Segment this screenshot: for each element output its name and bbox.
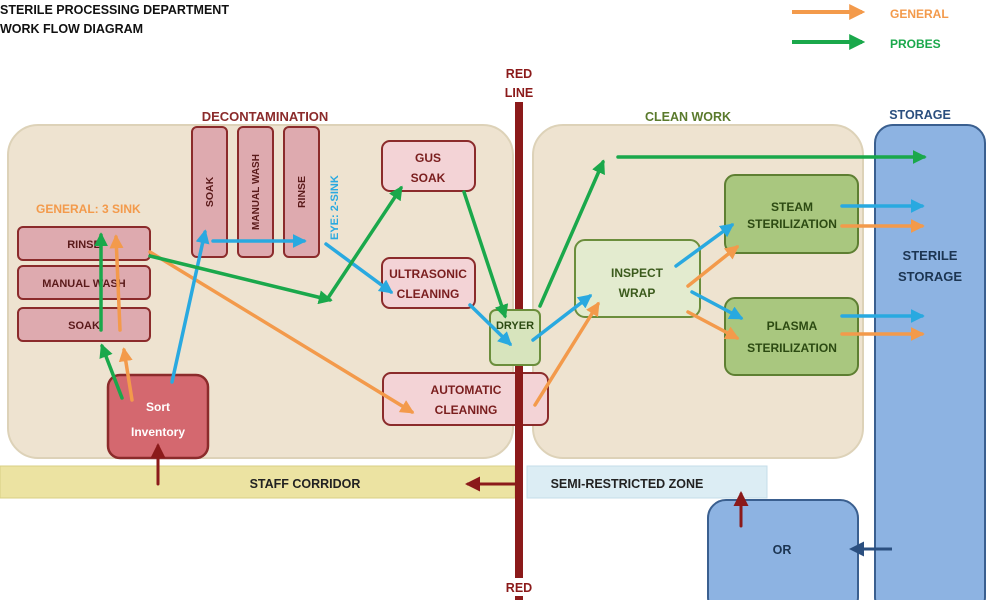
inspect-wrap-label-1: INSPECT	[611, 266, 664, 280]
eye-flow-arrow	[170, 229, 210, 384]
gus-soak-label-1: GUS	[415, 151, 441, 165]
inspect-wrap-label-2: WRAP	[619, 286, 656, 300]
steam-sterilization-label-2: STERILIZATION	[747, 217, 837, 231]
red-line-label-2: LINE	[505, 86, 533, 100]
dryer-label: DRYER	[496, 320, 534, 332]
semi-restricted-zone	[526, 465, 768, 499]
soak-box-label: SOAK	[68, 320, 100, 332]
sterile-storage-label-1: STERILE	[903, 248, 958, 263]
eye-2-sink-label: EYE: 2-SINK	[329, 175, 341, 240]
sort-inventory-label-2: Inventory	[131, 425, 185, 439]
rinse-vertical-label: RINSE	[296, 176, 308, 208]
gus-soak-label-2: SOAK	[411, 171, 446, 185]
red-line-bottom-label: RED	[506, 581, 532, 595]
plasma-sterilization-box	[724, 297, 859, 376]
eye-flow-arrow	[468, 303, 513, 346]
decontamination-zone-label: DECONTAMINATION	[202, 109, 329, 124]
ultrasonic-cleaning-label-1: ULTRASONIC	[389, 267, 467, 281]
steam-sterilization-label-1: STEAM	[771, 200, 813, 214]
soak-vertical-box	[191, 126, 228, 258]
plasma-sterilization-label-2: STERILIZATION	[747, 341, 837, 355]
general-flow-arrow	[686, 245, 740, 288]
legend-general-label: GENERAL	[890, 7, 949, 21]
semi-restricted-zone-label: SEMI-RESTRICTED ZONE	[551, 477, 704, 491]
general-flow-arrow	[109, 234, 124, 332]
eye-flow-arrow	[531, 294, 593, 342]
staff-corridor-label: STAFF CORRIDOR	[250, 477, 361, 491]
clean-work-zone-label: CLEAN WORK	[645, 110, 731, 124]
title-line-2: WORK FLOW DIAGRAM	[0, 22, 143, 36]
probes-flow-arrow	[462, 190, 509, 319]
eye-flow-arrow	[674, 223, 735, 268]
title-line-1: STERILE PROCESSING DEPARTMENT	[0, 3, 229, 17]
sort-inventory-label-1: Sort	[146, 400, 170, 414]
manual-wash-box-label: MANUAL WASH	[42, 278, 126, 290]
plasma-sterilization-label-1: PLASMA	[767, 319, 818, 333]
probes-flow-arrow	[99, 343, 124, 400]
storage-zone-label: STORAGE	[889, 108, 951, 122]
steam-sterilization-box	[724, 174, 859, 254]
probes-flow-arrow	[326, 185, 403, 300]
probes-flow-arrow	[538, 159, 605, 308]
dryer-box	[489, 309, 541, 366]
automatic-cleaning-label-1: AUTOMATIC	[431, 383, 502, 397]
general-flow-arrow	[686, 310, 740, 340]
automatic-cleaning-label-2: CLEANING	[435, 403, 498, 417]
rinse-box-label: RINSE	[67, 239, 101, 251]
general-flow-arrow	[533, 301, 600, 407]
eye-flow-arrow	[324, 242, 394, 294]
eye-flow-arrow	[690, 290, 744, 320]
gus-soak-box	[381, 140, 476, 192]
manual-wash-vertical-label: MANUAL WASH	[251, 154, 262, 230]
general-flow-arrow	[118, 347, 134, 402]
soak-vertical-label: SOAK	[204, 176, 216, 207]
sterile-storage-label-2: STORAGE	[898, 269, 962, 284]
or-label: OR	[773, 543, 792, 557]
legend-probes-label: PROBES	[890, 37, 941, 51]
soak-box	[17, 307, 151, 342]
manual-wash-vertical-box	[237, 126, 274, 258]
ultrasonic-cleaning-label-2: CLEANING	[397, 287, 460, 301]
red-line-label-1: RED	[506, 67, 532, 81]
red-line-bottom-label-bg	[505, 578, 533, 596]
automatic-cleaning-box	[382, 372, 549, 426]
general-3-sink-label: GENERAL: 3 SINK	[36, 202, 141, 216]
rinse-vertical-box	[283, 126, 320, 258]
sterile-storage-area	[874, 124, 986, 600]
probes-flow-arrow	[148, 254, 333, 305]
or-room	[707, 499, 859, 600]
